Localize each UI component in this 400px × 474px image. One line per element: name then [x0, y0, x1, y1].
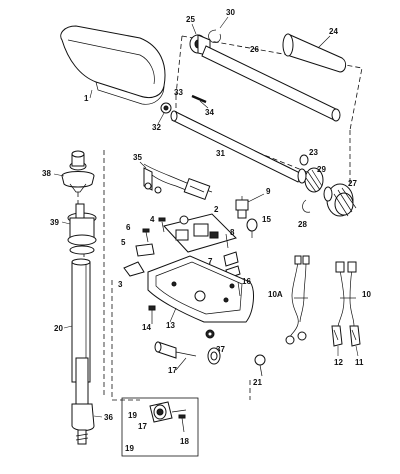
- part-17-clamp-upper: [154, 341, 221, 365]
- label-31: 31: [216, 149, 225, 158]
- label-30: 30: [226, 8, 235, 17]
- part-10a-cable: [285, 255, 310, 345]
- part-21-fitting: [254, 354, 266, 377]
- part-18-screw: [178, 414, 186, 433]
- part-2-circuit-board: [163, 213, 237, 253]
- part-34-pin: [191, 94, 207, 104]
- part-1-cover: [60, 25, 166, 105]
- label-26: 26: [250, 45, 259, 54]
- top-assembly-boundary: [175, 35, 363, 185]
- label-19-box-top: 19: [128, 411, 137, 420]
- label-39: 39: [50, 218, 59, 227]
- label-8: 8: [230, 228, 235, 237]
- part-8-screw: [225, 233, 229, 249]
- label-4: 4: [150, 215, 155, 224]
- label-11: 11: [355, 358, 364, 367]
- part-35-harness: [143, 163, 213, 200]
- label-16: 16: [242, 277, 251, 286]
- part-4-screw: [158, 217, 166, 233]
- label-37: 37: [216, 345, 225, 354]
- label-17-box: 17: [138, 422, 147, 431]
- part-3-pad: [123, 261, 145, 277]
- label-3: 3: [118, 280, 123, 289]
- label-12: 12: [334, 358, 343, 367]
- label-38: 38: [42, 169, 51, 178]
- part-32-washer: [160, 102, 172, 114]
- part-26-tube: [201, 45, 341, 122]
- label-7: 7: [208, 257, 213, 266]
- label-33: 33: [174, 88, 183, 97]
- part-10-cable: [335, 261, 357, 327]
- label-10: 10: [362, 290, 371, 299]
- label-10a: 10A: [268, 290, 283, 299]
- part-27-knob: [323, 183, 357, 217]
- part-12-clip: [331, 325, 343, 347]
- part-39-collar: [67, 203, 97, 255]
- part-38-head: [61, 150, 95, 193]
- part-31-shaft: [170, 110, 303, 183]
- label-25: 25: [186, 15, 195, 24]
- label-9: 9: [266, 187, 271, 196]
- label-6: 6: [126, 223, 131, 232]
- label-13: 13: [166, 321, 175, 330]
- part-15-knob: [246, 218, 258, 238]
- part-28-clip: [302, 199, 311, 213]
- label-36: 36: [104, 413, 113, 422]
- part-11-clip: [349, 325, 361, 347]
- label-23: 23: [309, 148, 318, 157]
- part-24-grip: [282, 33, 347, 73]
- lower-assembly-boundary: [111, 280, 251, 401]
- part-6-screw: [142, 228, 150, 243]
- part-37-nut: [205, 329, 215, 339]
- label-5: 5: [121, 238, 126, 247]
- part-30-clip: [208, 29, 221, 43]
- label-17-upper: 17: [168, 366, 177, 375]
- label-32: 32: [152, 123, 161, 132]
- part-29-pinion: [297, 167, 324, 193]
- label-20: 20: [54, 324, 63, 333]
- label-24: 24: [329, 27, 338, 36]
- label-35: 35: [133, 153, 142, 162]
- part-16-screw: [237, 281, 241, 297]
- label-27: 27: [348, 179, 357, 188]
- part-23-ring: [299, 154, 309, 166]
- part-5-bracket: [135, 243, 155, 257]
- label-18: 18: [180, 437, 189, 446]
- label-28: 28: [298, 220, 307, 229]
- detail-box: [121, 397, 199, 457]
- part-20-shaft: [71, 258, 91, 383]
- label-14: 14: [142, 323, 151, 332]
- label-2: 2: [214, 205, 219, 214]
- part-13-housing: [147, 255, 254, 323]
- label-29: 29: [317, 165, 326, 174]
- part-36-lower-tube: [71, 357, 95, 445]
- part-9-switch: [235, 196, 249, 219]
- label-21: 21: [253, 378, 262, 387]
- label-15: 15: [262, 215, 271, 224]
- part-7-clip: [223, 251, 239, 267]
- label-19-box-bottom: 19: [125, 444, 134, 453]
- label-1: 1: [84, 94, 89, 103]
- part-19-clamp-detail: [149, 401, 187, 423]
- part-14-screw: [148, 305, 156, 324]
- label-34: 34: [205, 108, 214, 117]
